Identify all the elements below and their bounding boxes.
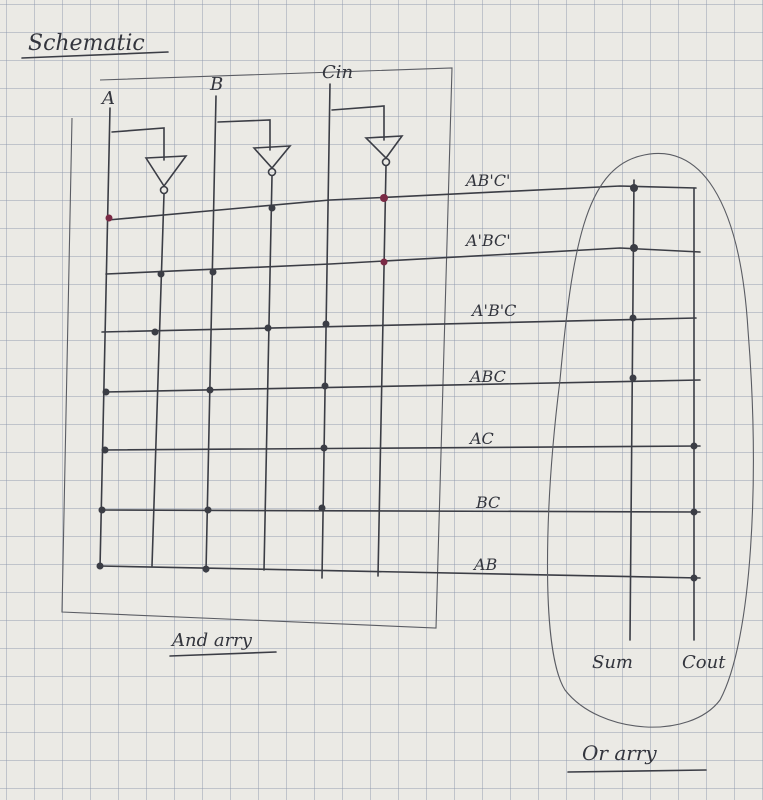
and-dot — [380, 258, 388, 266]
and-dot — [204, 506, 212, 514]
output-label-cout: Cout — [682, 652, 726, 673]
input-line-b-bar — [263, 175, 273, 571]
term-row-3 — [101, 317, 697, 333]
or-array-boundary — [546, 152, 754, 728]
and-array-boundary — [61, 67, 453, 629]
or-connections — [629, 184, 698, 582]
and-dot — [209, 268, 217, 276]
term-row-7 — [99, 565, 701, 579]
or-dot — [630, 244, 638, 252]
term-row-4 — [103, 379, 701, 393]
title: Schematic — [28, 31, 145, 56]
and-dot — [264, 324, 272, 332]
term-row-6 — [99, 509, 701, 513]
input-line-cin-bar — [377, 165, 387, 577]
output-line-sum — [629, 179, 635, 641]
and-dot — [98, 506, 106, 514]
or-dot — [690, 508, 698, 516]
input-line-a-bar — [151, 193, 165, 567]
and-dot — [322, 320, 330, 328]
or-dot — [630, 184, 638, 192]
and-dot — [320, 444, 328, 452]
and-dot — [101, 446, 109, 454]
and-array-label: And arry — [170, 630, 253, 651]
or-dot — [690, 574, 698, 582]
tap-cin — [331, 105, 385, 141]
and-dot — [202, 565, 210, 573]
or-array-underline — [567, 769, 707, 773]
title-underline — [21, 51, 169, 59]
term-label-7: AB — [472, 555, 498, 574]
input-label-b: B — [209, 74, 223, 95]
tap-b — [217, 119, 271, 151]
inverter-a — [144, 155, 188, 195]
term-row-5 — [103, 445, 701, 451]
and-dot — [96, 562, 104, 570]
input-line-b — [205, 95, 217, 573]
tap-a — [111, 127, 165, 161]
output-label-sum: Sum — [592, 652, 633, 673]
and-array-underline — [169, 651, 277, 657]
and-dot — [102, 388, 110, 396]
input-label-a: A — [100, 88, 115, 109]
term-label-5: AC — [468, 429, 494, 448]
and-dot — [380, 194, 388, 202]
or-dot — [629, 374, 637, 382]
term-label-2: A'BC' — [464, 231, 511, 250]
term-label-1: AB'C' — [464, 171, 510, 190]
input-label-cin: Cin — [322, 62, 353, 83]
input-line-cin — [321, 83, 331, 579]
input-line-a — [99, 107, 111, 569]
and-dot — [268, 204, 276, 212]
term-label-3: A'B'C — [470, 301, 516, 320]
or-dot — [690, 442, 698, 450]
or-dot — [629, 314, 637, 322]
and-dot — [157, 270, 165, 278]
or-array-label: Or arry — [582, 741, 657, 765]
and-dot — [321, 382, 329, 390]
and-dot — [151, 328, 159, 336]
term-row-1 — [107, 185, 697, 221]
and-dot — [206, 386, 214, 394]
and-connections — [96, 194, 388, 573]
term-row-2 — [105, 247, 701, 275]
and-dot — [105, 214, 113, 222]
term-label-6: BC — [475, 493, 500, 512]
and-dot — [318, 504, 326, 512]
term-label-4: ABC — [468, 367, 506, 386]
inverter-b — [252, 145, 292, 177]
